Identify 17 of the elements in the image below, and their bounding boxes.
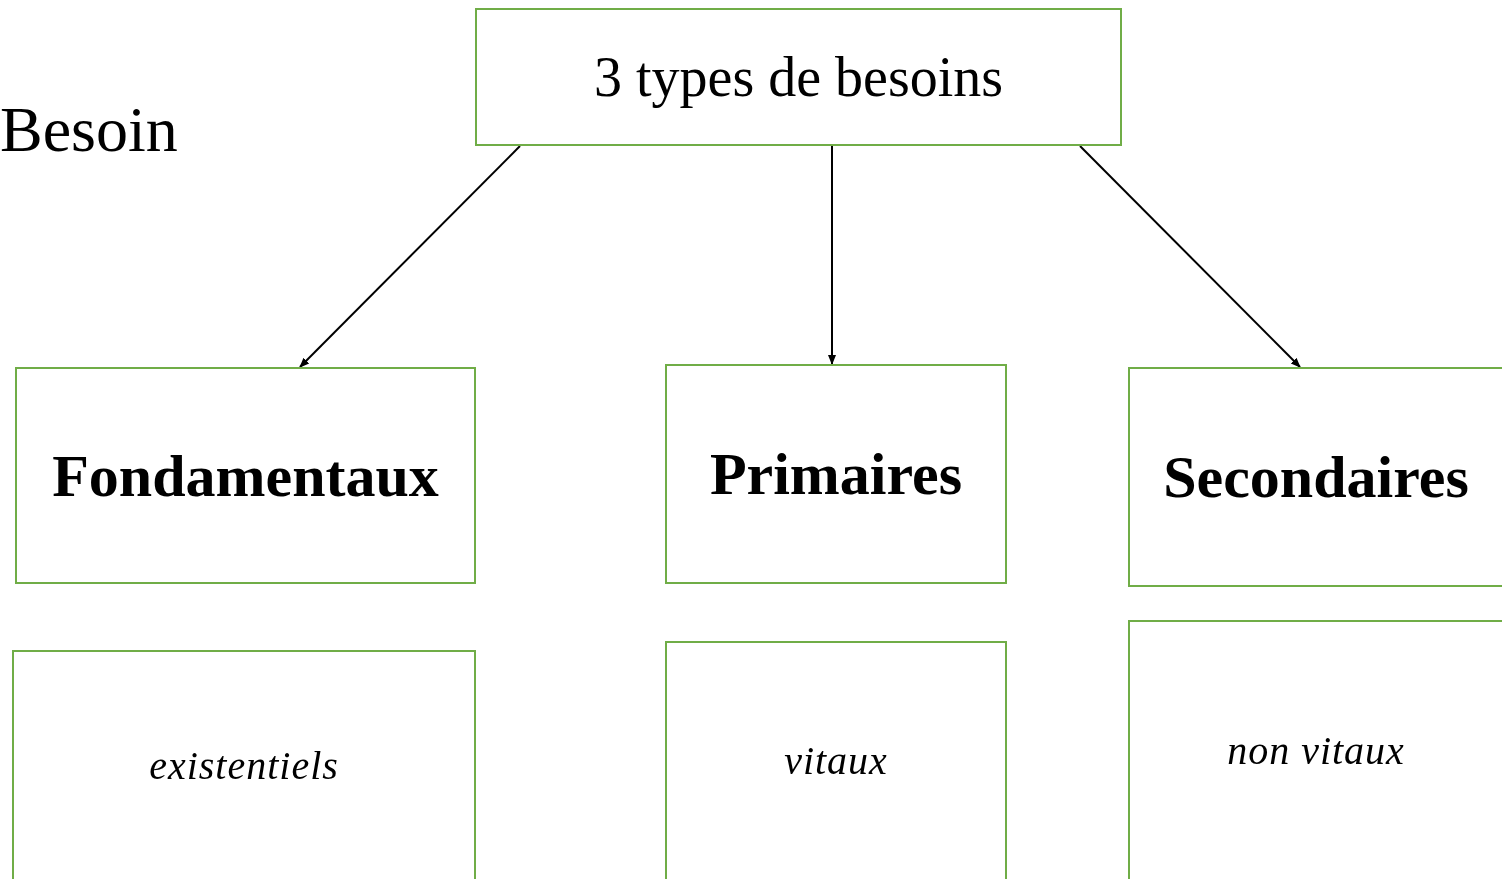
box-label: non vitaux: [1227, 730, 1405, 771]
category-box: [1128, 367, 1502, 587]
heading-text: Besoin: [0, 98, 178, 162]
arrow: [299, 145, 521, 368]
box-label: Secondaires: [1163, 447, 1469, 507]
arrow: [828, 145, 836, 365]
box-label: vitaux: [784, 741, 888, 781]
box-label: Primaires: [709, 444, 963, 504]
description-box: [665, 641, 1007, 879]
category-box: [15, 367, 476, 584]
description-box: [1128, 620, 1502, 879]
arrow: [1079, 145, 1301, 368]
box-label: existentiels: [149, 745, 339, 786]
box-label: Fondamentaux: [52, 445, 439, 506]
description-box: [12, 650, 476, 879]
category-box: [665, 364, 1007, 584]
title-box: [475, 8, 1122, 146]
